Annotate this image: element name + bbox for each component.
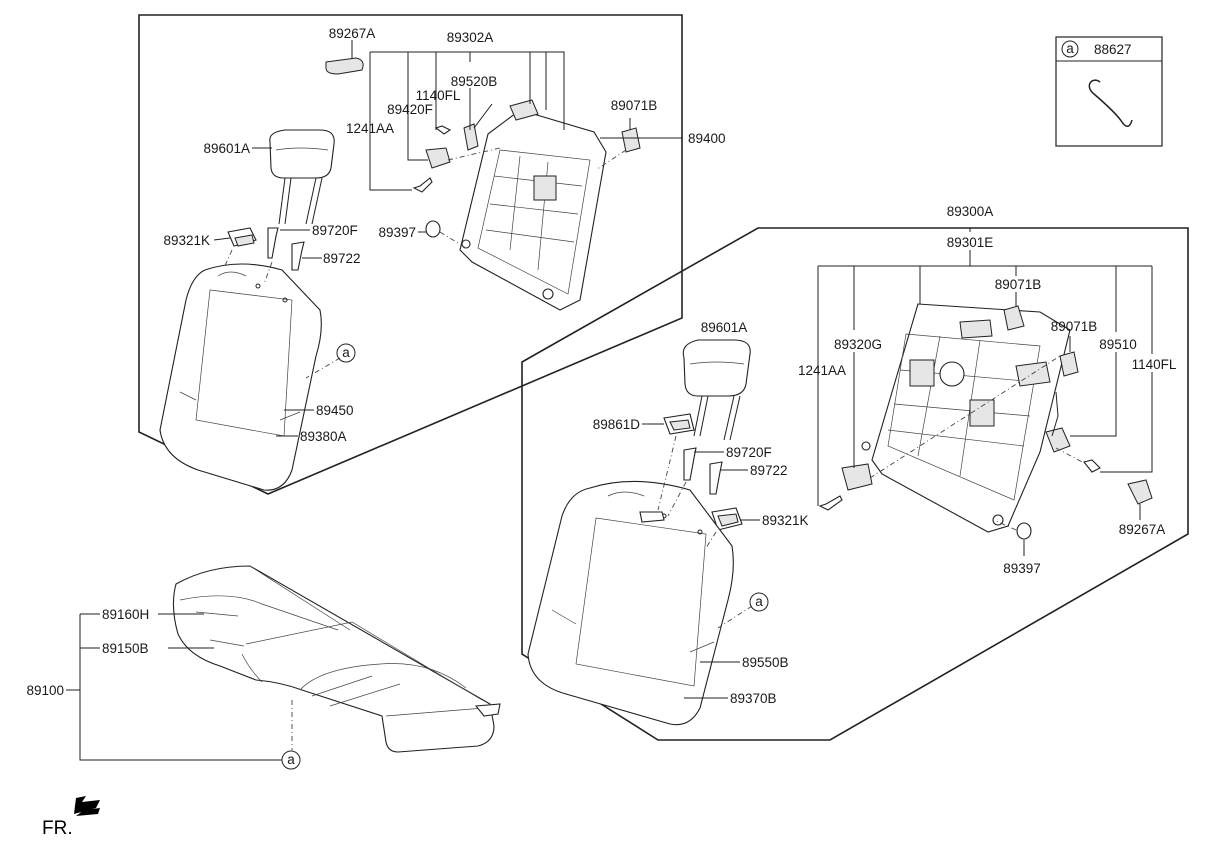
callout-labels: 89267A 89302A 89520B 1140FL 89420F 1241A… <box>26 26 1176 839</box>
lever-part-upper <box>463 123 479 151</box>
label-1140FL-upper: 1140FL <box>416 88 461 103</box>
leaders-lower <box>642 228 1153 699</box>
label-89380A: 89380A <box>300 429 347 444</box>
label-89720F-lower: 89720F <box>726 445 772 460</box>
label-89320G: 89320G <box>834 337 882 352</box>
label-89160H: 89160H <box>102 607 149 622</box>
clip-part-upper <box>621 127 641 153</box>
front-direction-label: FR. <box>42 818 73 839</box>
guide-pin-part <box>267 227 279 259</box>
washer-lower <box>1016 522 1032 540</box>
label-89321K-lower: 89321K <box>762 513 809 528</box>
recliner-part-lower <box>841 463 873 491</box>
label-89722-upper: 89722 <box>323 251 361 266</box>
screw-part-upper <box>412 177 433 193</box>
label-marker-a-lower: a <box>755 594 763 609</box>
bolt-part-upper <box>434 125 452 135</box>
seatback-cover-lower <box>527 480 734 726</box>
seatback-frame-upper <box>459 99 607 311</box>
label-89301E: 89301E <box>947 235 994 250</box>
label-1241AA-lower: 1241AA <box>798 363 846 378</box>
label-89100: 89100 <box>26 683 64 698</box>
screw-part-lower <box>818 495 843 511</box>
label-89071B-lower-1: 89071B <box>995 277 1042 292</box>
label-marker-a-cushion: a <box>287 752 295 767</box>
label-89150B: 89150B <box>102 641 149 656</box>
label-89071B-lower-2: 89071B <box>1051 319 1098 334</box>
label-89321K-upper: 89321K <box>163 233 210 248</box>
bolt-part-lower <box>1083 459 1101 473</box>
label-89601A-lower: 89601A <box>701 320 748 335</box>
guide-lock-lower <box>709 461 723 495</box>
label-89370B: 89370B <box>730 691 777 706</box>
leaders-cushion <box>66 613 301 770</box>
clip-part-lower-2 <box>1059 351 1079 377</box>
label-89720F-upper: 89720F <box>312 223 358 238</box>
label-marker-a-upper: a <box>342 345 350 360</box>
leaders-upper <box>213 40 682 437</box>
label-89601A-upper: 89601A <box>203 141 250 156</box>
front-direction-arrow-icon <box>74 796 100 816</box>
label-89450: 89450 <box>316 403 354 418</box>
inset-part-number: 88627 <box>1094 42 1132 57</box>
label-89267A-upper: 89267A <box>329 26 376 41</box>
label-1140FL-lower: 1140FL <box>1132 357 1177 372</box>
lever-part-lower <box>1045 427 1071 453</box>
label-89722-lower: 89722 <box>750 463 788 478</box>
label-89520B: 89520B <box>451 74 498 89</box>
label-89397-lower: 89397 <box>1003 561 1041 576</box>
label-89267A-lower: 89267A <box>1119 522 1166 537</box>
label-89550B: 89550B <box>742 655 789 670</box>
label-89400: 89400 <box>688 131 726 146</box>
label-89300A: 89300A <box>947 204 994 219</box>
guide-pin-lower <box>683 447 697 481</box>
label-89861D: 89861D <box>593 417 641 432</box>
trim-cover-lower <box>1127 479 1153 505</box>
washer-part <box>425 220 441 238</box>
label-89510: 89510 <box>1099 337 1137 352</box>
label-89420F: 89420F <box>387 102 433 117</box>
label-89071B-upper: 89071B <box>611 98 658 113</box>
wire-hook-icon <box>1088 79 1133 127</box>
seatback-cover-upper <box>159 263 322 491</box>
headrest-lower <box>682 339 751 441</box>
label-89397-upper: 89397 <box>378 225 416 240</box>
guide-lock-part <box>291 241 305 271</box>
lower-assembly <box>521 227 1189 741</box>
inset-marker: a <box>1066 41 1074 56</box>
recliner-part-upper <box>425 147 451 169</box>
seatback-frame-lower <box>861 303 1071 533</box>
headrest-upper <box>269 129 335 225</box>
clip-part-lower-1 <box>1003 305 1025 331</box>
label-89302A: 89302A <box>447 30 494 45</box>
seat-cushion <box>172 565 501 753</box>
inset-88627: a 88627 <box>1055 36 1163 147</box>
upper-assembly <box>138 14 683 495</box>
trim-cover-part <box>325 57 364 75</box>
label-1241AA-upper: 1241AA <box>346 121 394 136</box>
